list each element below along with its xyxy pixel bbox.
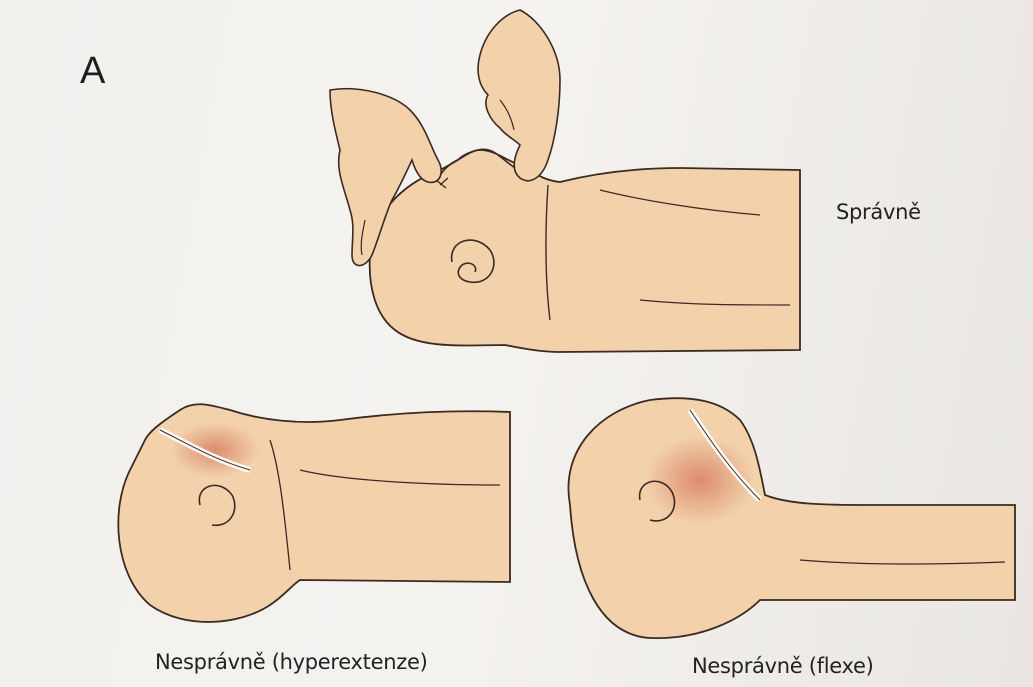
caption-flexion: Nesprávně (flexe): [692, 654, 874, 678]
caption-hyperextension: Nesprávně (hyperextenze): [155, 650, 427, 674]
caption-correct: Správně: [836, 200, 921, 224]
infant-flexion-illustration: [568, 398, 1015, 638]
